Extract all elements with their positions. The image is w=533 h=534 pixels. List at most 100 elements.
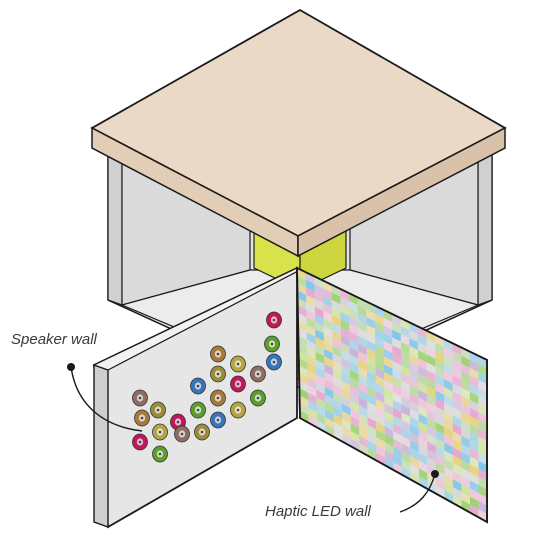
led-pixel: [469, 351, 479, 364]
speaker-icon: [266, 311, 282, 329]
led-pixel: [323, 318, 333, 331]
led-pixel: [444, 418, 453, 432]
led-pixel: [323, 333, 333, 346]
led-pixel: [384, 442, 394, 455]
led-pixel: [478, 493, 487, 506]
led-pixel: [367, 409, 377, 422]
led-pixel: [426, 346, 436, 359]
led-pixel: [410, 432, 419, 445]
led-pixel: [376, 414, 385, 427]
led-pixel: [367, 370, 376, 384]
led-pixel: [469, 464, 479, 477]
led-pixel: [478, 388, 487, 401]
led-pixel: [427, 417, 436, 431]
led-pixel: [357, 297, 367, 310]
led-pixel: [461, 379, 470, 392]
led-pixel: [358, 404, 368, 418]
led-pixel: [349, 354, 359, 367]
led-pixel: [316, 412, 326, 425]
led-pixel: [444, 474, 453, 488]
speaker-icon: [230, 355, 246, 373]
led-pixel: [305, 287, 315, 299]
led-pixel: [331, 307, 341, 320]
led-pixel: [307, 355, 316, 367]
led-pixel: [350, 392, 359, 405]
led-pixel: [400, 349, 410, 362]
led-pixel: [393, 431, 402, 444]
led-pixel: [469, 448, 479, 461]
led-pixel: [444, 394, 453, 408]
led-pixel: [469, 480, 479, 494]
led-pixel: [418, 381, 427, 394]
speaker-icon: [132, 389, 148, 407]
led-pixel: [418, 350, 427, 363]
led-pixel: [359, 435, 368, 449]
led-pixel: [297, 290, 307, 303]
led-pixel: [444, 378, 453, 392]
led-pixel: [375, 359, 384, 372]
led-pixel: [392, 321, 401, 334]
led-pixel: [366, 340, 376, 353]
led-pixel: [410, 448, 419, 461]
led-pixel: [444, 450, 453, 464]
led-pixel: [375, 328, 384, 341]
led-pixel: [358, 374, 368, 387]
led-pixel: [374, 305, 384, 318]
led-pixel: [401, 365, 410, 378]
haptic-led-wall-label: Haptic LED wall: [265, 503, 371, 520]
led-pixel: [367, 448, 377, 461]
led-pixel: [375, 367, 385, 380]
led-pixel: [324, 394, 334, 407]
led-pixel: [469, 440, 479, 453]
led-pixel: [315, 321, 324, 334]
led-pixel: [308, 400, 317, 413]
led-pixel: [315, 336, 325, 349]
led-pixel: [461, 435, 470, 449]
led-pixel: [383, 364, 393, 377]
led-pixel: [418, 373, 427, 387]
led-pixel: [478, 501, 487, 514]
led-pixel: [366, 347, 376, 360]
led-pixel: [435, 374, 444, 387]
led-pixel: [366, 363, 376, 376]
led-pixel: [357, 320, 367, 333]
led-pixel: [478, 380, 487, 393]
led-pixel: [452, 343, 462, 356]
led-pixel: [350, 431, 360, 444]
led-pixel: [341, 365, 350, 378]
led-pixel: [392, 407, 402, 420]
led-pixel: [322, 280, 332, 293]
led-pixel: [409, 393, 419, 406]
led-pixel: [409, 338, 419, 351]
led-pixel: [357, 312, 367, 325]
led-pixel: [427, 425, 436, 439]
led-pixel: [452, 399, 462, 412]
callout-speaker-wall: [67, 363, 143, 432]
led-pixel: [340, 327, 350, 340]
speaker-icon: [230, 375, 246, 393]
led-pixel: [418, 389, 427, 402]
led-pixel: [452, 375, 462, 388]
led-pixel: [461, 499, 470, 513]
led-pixel: [297, 298, 307, 310]
led-pixel: [444, 426, 453, 440]
led-pixel: [341, 403, 351, 416]
led-pixel: [401, 466, 411, 480]
led-pixel: [418, 334, 427, 347]
led-pixel: [299, 403, 309, 416]
led-pixel: [478, 476, 487, 490]
led-pixel: [469, 424, 479, 437]
led-pixel: [418, 444, 428, 458]
speaker-wall: [92, 266, 302, 529]
led-pixel: [350, 400, 359, 413]
led-pixel: [342, 418, 351, 431]
led-pixel: [452, 391, 462, 404]
led-pixel: [375, 352, 384, 365]
led-pixel: [359, 428, 368, 441]
led-pixel: [307, 370, 317, 383]
led-pixel: [341, 350, 350, 363]
led-pixel: [340, 334, 350, 347]
led-pixel: [461, 483, 470, 497]
led-pixel: [375, 375, 385, 388]
led-pixel: [478, 436, 487, 450]
